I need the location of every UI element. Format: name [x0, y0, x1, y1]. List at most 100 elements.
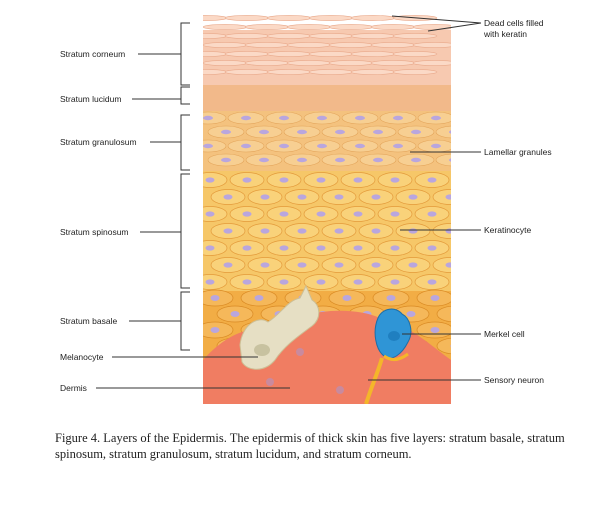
- cell-nucleus: [430, 295, 440, 301]
- cell-nucleus: [449, 130, 451, 134]
- corneum-flake: [350, 51, 396, 57]
- figure-caption: Figure 4. Layers of the Epidermis. The e…: [55, 431, 565, 461]
- corneum-flake: [328, 24, 374, 30]
- cell-nucleus: [260, 262, 270, 268]
- label-dead-cells-line1: Dead cells filled: [484, 18, 544, 28]
- cell-nucleus: [279, 177, 289, 183]
- cell-nucleus: [335, 157, 345, 163]
- cell-nucleus: [223, 228, 233, 234]
- corneum-flake: [203, 24, 248, 30]
- cell-nucleus: [223, 194, 233, 200]
- stratum-corneum-band: [203, 30, 451, 85]
- dermis-nucleus: [336, 386, 344, 394]
- label-stratum-corneum: Stratum corneum: [60, 49, 125, 59]
- granulosum-cell: [203, 111, 227, 125]
- leader-lines-right: [368, 15, 482, 381]
- corneum-flake: [370, 24, 416, 30]
- cell-nucleus: [353, 177, 363, 183]
- cell-nucleus: [393, 143, 403, 149]
- cell-nucleus: [210, 327, 220, 333]
- label-lamellar-granules: Lamellar granules: [484, 147, 552, 157]
- cell-nucleus: [279, 115, 289, 121]
- cell-nucleus: [353, 245, 363, 251]
- cell-nucleus: [431, 115, 441, 121]
- corneum-flake: [266, 69, 312, 75]
- cell-nucleus: [205, 211, 215, 217]
- cell-nucleus: [355, 143, 365, 149]
- keratinocyte: [432, 189, 451, 205]
- cell-nucleus: [279, 245, 289, 251]
- cell-nucleus: [450, 344, 451, 348]
- cell-nucleus: [297, 228, 307, 234]
- keratinocyte: [432, 257, 451, 273]
- tissue-illustration: [203, 12, 451, 404]
- corneum-flake: [244, 24, 290, 30]
- cell-nucleus: [210, 295, 220, 301]
- corneum-flake: [224, 51, 270, 57]
- corneum-flake: [412, 24, 451, 30]
- label-stratum-granulosum: Stratum granulosum: [60, 137, 137, 147]
- label-stratum-lucidum: Stratum lucidum: [60, 94, 121, 104]
- cell-nucleus: [242, 245, 252, 251]
- epidermis-diagram: Stratum corneum Stratum lucidum Stratum …: [60, 12, 552, 404]
- cell-nucleus: [390, 177, 400, 183]
- cell-nucleus: [221, 129, 231, 135]
- cell-nucleus: [279, 211, 289, 217]
- granulosum-cell: [435, 125, 451, 139]
- corneum-flake: [203, 42, 248, 48]
- granulosum-cell: [203, 139, 227, 153]
- cell-nucleus: [408, 228, 418, 234]
- cell-nucleus: [297, 129, 307, 135]
- cell-nucleus: [297, 157, 307, 163]
- cell-nucleus: [408, 262, 418, 268]
- corneum-flake: [392, 51, 438, 57]
- label-keratinocyte: Keratinocyte: [484, 225, 532, 235]
- cell-nucleus: [342, 295, 352, 301]
- corneum-flake: [392, 69, 438, 75]
- cell-nucleus: [445, 228, 451, 234]
- cell-nucleus: [449, 158, 451, 162]
- cell-nucleus: [406, 311, 416, 317]
- cell-nucleus: [316, 279, 326, 285]
- cell-nucleus: [205, 279, 215, 285]
- cell-nucleus: [411, 157, 421, 163]
- cell-nucleus: [334, 262, 344, 268]
- keratinocyte-cells: [203, 172, 451, 290]
- keratinocyte: [203, 274, 228, 290]
- cell-nucleus: [221, 157, 231, 163]
- cell-nucleus: [205, 245, 215, 251]
- dermis-nucleus: [266, 378, 274, 386]
- corneum-flake: [203, 15, 228, 21]
- granulosum-cell: [435, 153, 451, 167]
- cell-nucleus: [373, 129, 383, 135]
- corneum-flake: [286, 42, 332, 48]
- label-stratum-basale: Stratum basale: [60, 316, 117, 326]
- corneum-flake: [286, 24, 332, 30]
- corneum-flake: [203, 69, 228, 75]
- label-dermis: Dermis: [60, 383, 87, 393]
- cell-nucleus: [373, 157, 383, 163]
- cell-nucleus: [353, 211, 363, 217]
- cell-nucleus: [242, 177, 252, 183]
- corneum-flake: [350, 33, 396, 39]
- cell-nucleus: [241, 115, 251, 121]
- layer-brackets: [96, 22, 290, 389]
- cell-nucleus: [371, 228, 381, 234]
- corneum-flake: [203, 33, 228, 39]
- corneum-flake: [328, 60, 374, 66]
- corneum-flake: [266, 15, 312, 21]
- cell-nucleus: [316, 211, 326, 217]
- cell-nucleus: [371, 194, 381, 200]
- cell-nucleus: [316, 177, 326, 183]
- cell-nucleus: [223, 262, 233, 268]
- sensory-neuron: [364, 357, 384, 404]
- corneum-flake: [328, 42, 374, 48]
- cell-nucleus: [317, 115, 327, 121]
- cell-nucleus: [242, 279, 252, 285]
- cell-nucleus: [353, 279, 363, 285]
- corneum-flake: [266, 51, 312, 57]
- label-sensory-neuron: Sensory neuron: [484, 375, 544, 385]
- cell-nucleus: [445, 194, 451, 200]
- cell-nucleus: [203, 143, 213, 149]
- corneum-flake: [286, 60, 332, 66]
